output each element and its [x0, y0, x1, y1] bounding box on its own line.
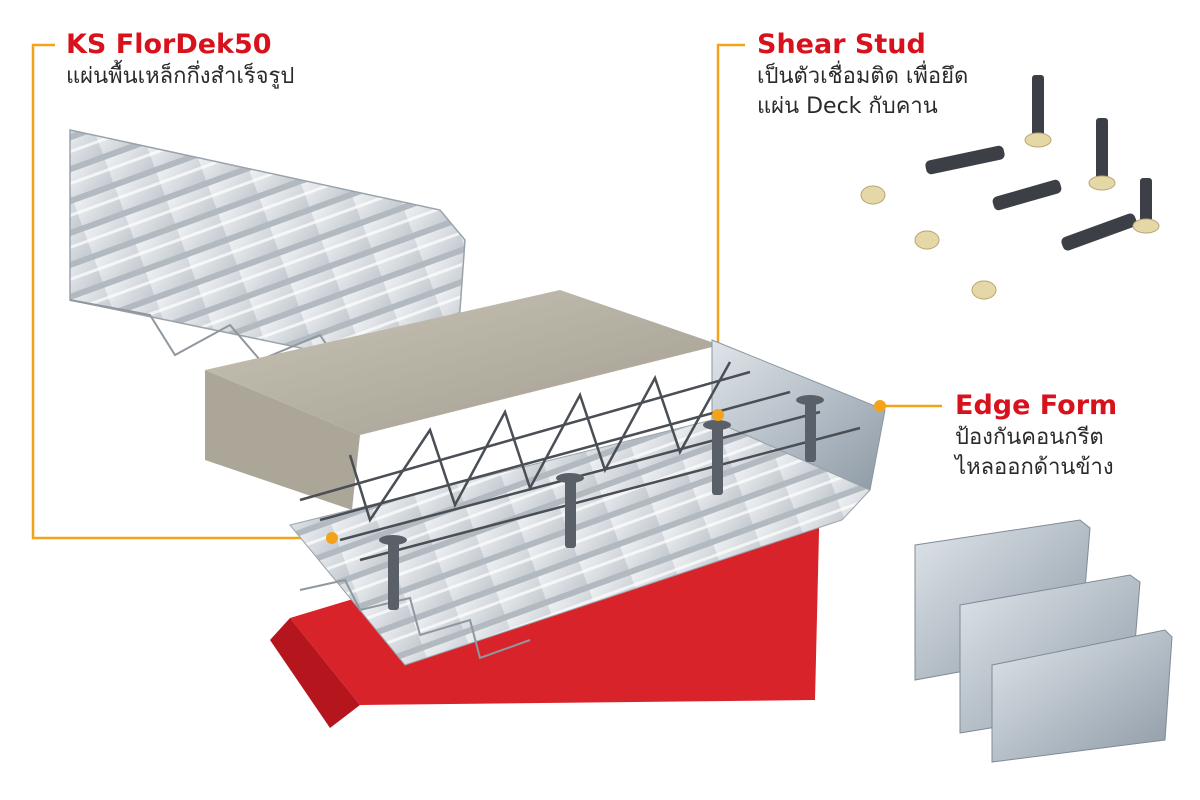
stud-title: Shear Stud [757, 29, 926, 60]
stud-description-line-2: แผ่น Deck กับคาน [757, 94, 938, 119]
edge-label: Edge Form ป้องกันคอนกรีต ไหลออกด้านข้าง [955, 389, 1117, 483]
shear-stud-photo [860, 75, 1160, 300]
edge-title: Edge Form [955, 390, 1118, 421]
edge-form-pieces [914, 519, 1173, 763]
stud-leader-dot [712, 409, 724, 421]
edge-leader-dot [874, 400, 886, 412]
concrete-slab [205, 290, 720, 435]
edge-description-line-1: ป้องกันคอนกรีต [955, 425, 1104, 450]
main-assembly-illustration [205, 290, 886, 728]
leader-lines [31, 43, 942, 540]
deck-leader-line [31, 43, 330, 540]
stud-leader-line [716, 43, 745, 415]
edge-description-line-2: ไหลออกด้านข้าง [955, 455, 1114, 480]
rebar-mesh [299, 361, 861, 562]
deck-sheet-main [289, 419, 871, 666]
deck-leader-dot [326, 532, 338, 544]
shear-studs [379, 395, 824, 610]
deck-title: KS FlorDek50 [66, 29, 272, 60]
deck-description: แผ่นพื้นเหล็กกึ่งสำเร็จรูป [66, 64, 295, 89]
deck-label: KS FlorDek50 แผ่นพื้นเหล็กกึ่งสำเร็จรูป [66, 28, 294, 92]
stud-description-line-1: เป็นตัวเชื่อมติด เพื่อยึด [757, 64, 969, 89]
stud-label: Shear Stud เป็นตัวเชื่อมติด เพื่อยึด แผ่… [757, 28, 968, 122]
